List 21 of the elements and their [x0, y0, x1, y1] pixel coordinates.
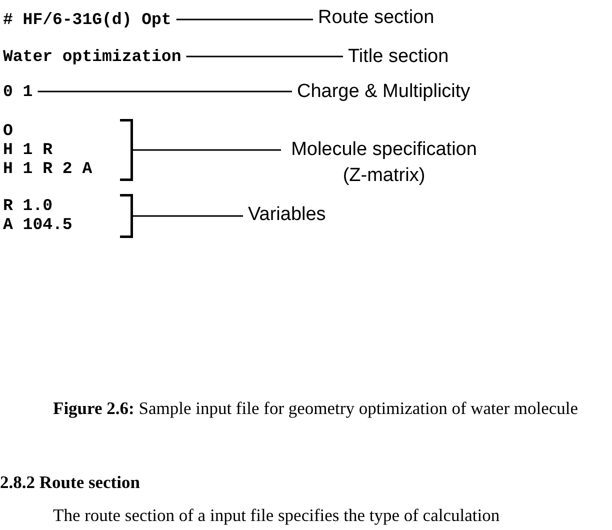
code-line: O — [3, 121, 13, 140]
code-line: H 1 R 2 A — [3, 159, 92, 178]
figure-caption: Figure 2.6: Sample input file for geometry optimization of water molecule — [53, 398, 578, 419]
section-heading: 2.8.2 Route section — [0, 472, 140, 493]
body-text: The route section of a input file specifies the type of calculation — [53, 505, 500, 526]
leader-line — [133, 215, 243, 217]
code-line: A 104.5 — [3, 215, 72, 234]
code-line: 0 1 — [3, 82, 33, 101]
leader-line — [133, 149, 281, 151]
section-label: Charge & Multiplicity — [297, 81, 470, 103]
code-line: Water optimization — [3, 47, 182, 66]
code-line: R 1.0 — [3, 196, 53, 215]
leader-line — [38, 90, 292, 92]
section-label: Title section — [348, 46, 449, 68]
section-label: Variables — [248, 204, 326, 226]
section-label: Route section — [318, 7, 434, 29]
section-label: Molecule specification (Z-matrix) — [286, 137, 482, 189]
code-line: # HF/6-31G(d) Opt — [3, 10, 172, 29]
code-line: H 1 R — [3, 140, 53, 159]
leader-line — [186, 56, 343, 58]
leader-line — [176, 18, 313, 20]
